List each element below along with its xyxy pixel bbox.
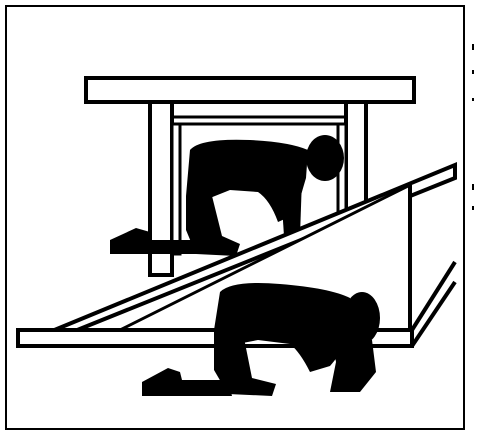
table-leg-back-left <box>172 124 180 254</box>
side-line-bottom <box>412 282 455 346</box>
table-leg-right <box>346 102 366 212</box>
side-line-top <box>412 262 455 330</box>
person-under-table-arm <box>280 176 302 236</box>
scan-edge-marks <box>470 8 478 428</box>
person-under-table-head <box>306 135 344 181</box>
table-top <box>86 78 414 102</box>
table-rail <box>172 117 346 124</box>
